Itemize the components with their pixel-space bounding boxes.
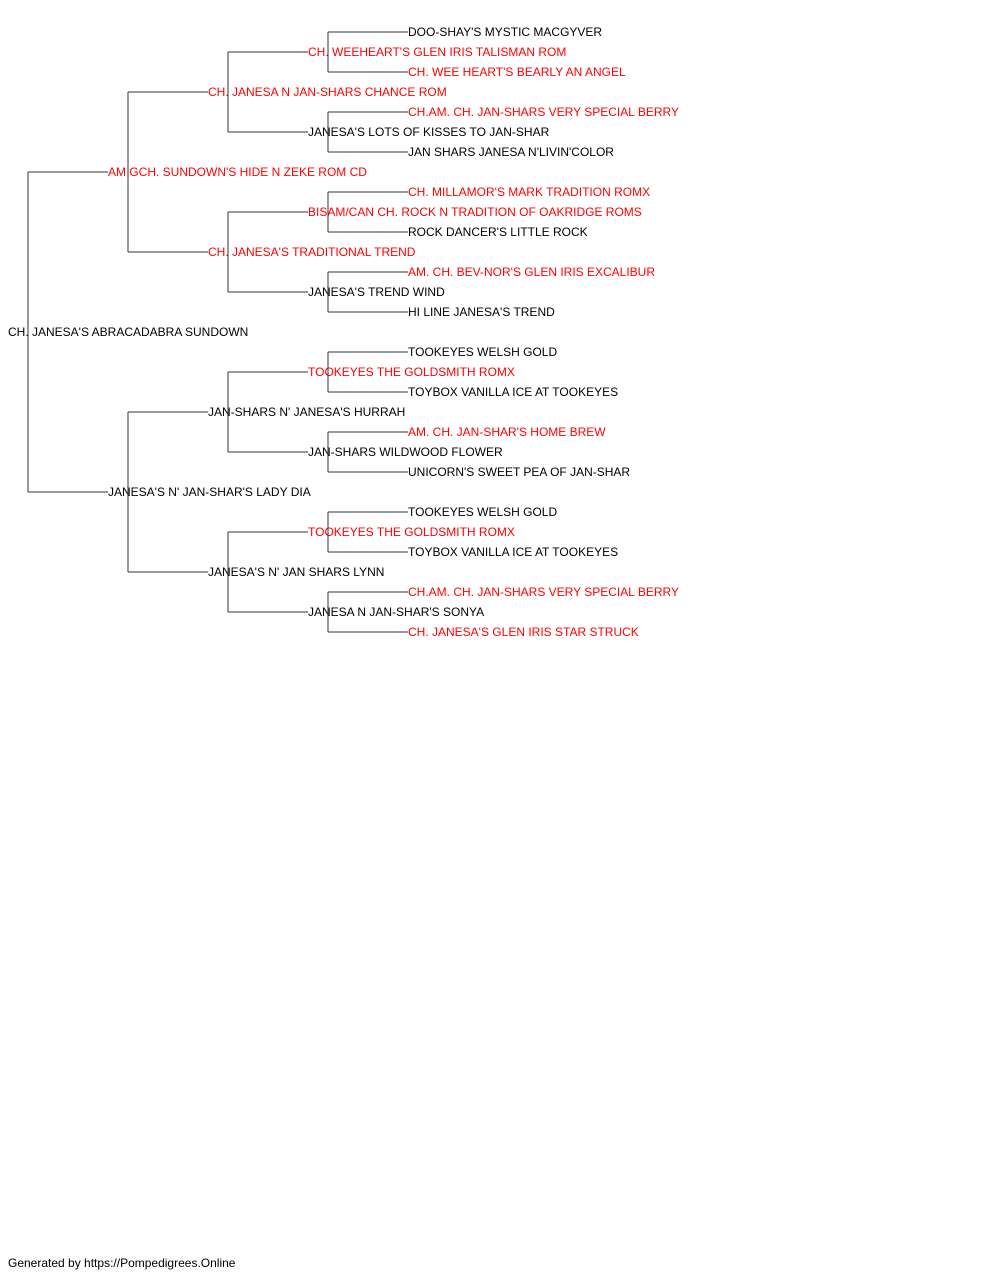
dam-name[interactable]: JANESA'S LOTS OF KISSES TO JAN-SHAR [308, 125, 550, 139]
dam-name[interactable]: CH. WEE HEART'S BEARLY AN ANGEL [408, 65, 626, 79]
dam-name[interactable]: JANESA N JAN-SHAR'S SONYA [308, 605, 484, 619]
sire-name[interactable]: BISAM/CAN CH. ROCK N TRADITION OF OAKRID… [308, 205, 642, 219]
sire-name[interactable]: TOOKEYES THE GOLDSMITH ROMX [308, 365, 515, 379]
sire-name[interactable]: CH.AM. CH. JAN-SHARS VERY SPECIAL BERRY [408, 585, 679, 599]
dam-name[interactable]: UNICORN'S SWEET PEA OF JAN-SHAR [408, 465, 630, 479]
dam-name[interactable]: TOYBOX VANILLA ICE AT TOOKEYES [408, 545, 618, 559]
sire-name[interactable]: CH. MILLAMOR'S MARK TRADITION ROMX [408, 185, 650, 199]
dam-name[interactable]: JANESA'S N' JAN-SHAR'S LADY DIA [108, 485, 311, 499]
sire-name[interactable]: AM. CH. JAN-SHAR'S HOME BREW [408, 425, 606, 439]
dam-name[interactable]: HI LINE JANESA'S TREND [408, 305, 555, 319]
sire-name[interactable]: DOO-SHAY'S MYSTIC MACGYVER [408, 25, 602, 39]
sire-name[interactable]: JAN-SHARS N' JANESA'S HURRAH [208, 405, 405, 419]
dam-name[interactable]: ROCK DANCER'S LITTLE ROCK [408, 225, 588, 239]
subject-name[interactable]: CH. JANESA'S ABRACADABRA SUNDOWN [8, 325, 248, 339]
dam-name[interactable]: TOYBOX VANILLA ICE AT TOOKEYES [408, 385, 618, 399]
dam-name[interactable]: CH. JANESA'S GLEN IRIS STAR STRUCK [408, 625, 639, 639]
sire-name[interactable]: AM. CH. BEV-NOR'S GLEN IRIS EXCALIBUR [408, 265, 655, 279]
sire-name[interactable]: TOOKEYES WELSH GOLD [408, 505, 557, 519]
dam-name[interactable]: JAN SHARS JANESA N'LIVIN'COLOR [408, 145, 614, 159]
footer-credit: Generated by https://Pompedigrees.Online [8, 1256, 236, 1270]
dam-name[interactable]: JANESA'S N' JAN SHARS LYNN [208, 565, 384, 579]
dam-name[interactable]: JAN-SHARS WILDWOOD FLOWER [308, 445, 503, 459]
sire-name[interactable]: TOOKEYES THE GOLDSMITH ROMX [308, 525, 515, 539]
sire-name[interactable]: TOOKEYES WELSH GOLD [408, 345, 557, 359]
dam-name[interactable]: JANESA'S TREND WIND [308, 285, 445, 299]
sire-name[interactable]: CH. JANESA N JAN-SHARS CHANCE ROM [208, 85, 447, 99]
sire-name[interactable]: CH.AM. CH. JAN-SHARS VERY SPECIAL BERRY [408, 105, 679, 119]
sire-name[interactable]: CH. WEEHEART'S GLEN IRIS TALISMAN ROM [308, 45, 566, 59]
sire-name[interactable]: AM GCH. SUNDOWN'S HIDE N ZEKE ROM CD [108, 165, 367, 179]
dam-name[interactable]: CH. JANESA'S TRADITIONAL TREND [208, 245, 416, 259]
